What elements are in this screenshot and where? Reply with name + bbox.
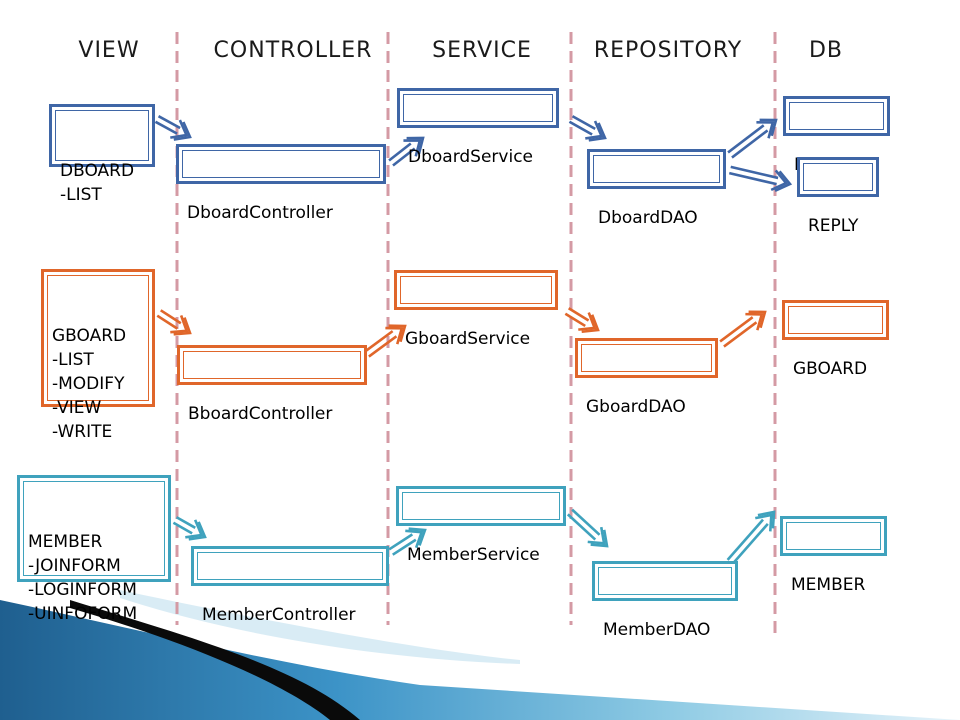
column-header-db: DB <box>808 38 844 63</box>
gboard-service-label: GboardService <box>405 329 531 349</box>
gboard-db-table-box: GBOARD <box>782 300 889 379</box>
gboard-service-box: GboardService <box>394 270 558 349</box>
arrow-dboard-dao-to-reply <box>728 165 793 192</box>
arrow-member-dao-to-member <box>726 510 776 565</box>
arrow-member-view-to-controller <box>172 516 207 541</box>
gboard-dao-box: GboardDAO <box>575 338 718 417</box>
column-header-view: VIEW <box>78 38 140 63</box>
arrow-dboard-dao-to-dboard <box>727 118 778 159</box>
arrow-member-service-to-dao <box>566 508 609 548</box>
dboard-view-label: DBOARD -LIST <box>60 161 135 205</box>
gboard-db-table-label: GBOARD <box>793 359 868 379</box>
arrow-dboard-controller-to-service <box>388 136 425 167</box>
member-dao-label: MemberDAO <box>603 620 711 640</box>
dboard-dao-box: DboardDAO <box>587 149 726 228</box>
gboard-dao-label: GboardDAO <box>586 397 686 417</box>
dboard-db-table-box: DBOARD <box>783 96 890 175</box>
member-view-box: MEMBER -JOINFORM -LOGINFORM -UINFOFORM <box>17 475 171 624</box>
dboard-view-box: DBOARD -LIST <box>49 104 155 205</box>
flow-arrows <box>154 115 793 565</box>
member-service-box: MemberService <box>396 486 566 565</box>
member-controller-box: MemberController <box>191 546 389 625</box>
gboard-controller-label: BboardController <box>188 404 333 424</box>
reply-db-table-label: REPLY <box>808 216 859 236</box>
member-view-label: MEMBER -JOINFORM -LOGINFORM -UINFOFORM <box>28 532 138 624</box>
dboard-controller-box: DboardController <box>176 144 386 223</box>
bottom-swoosh <box>0 590 960 720</box>
member-db-table-box: MEMBER <box>780 516 887 595</box>
reply-db-table-box: REPLY <box>797 157 879 236</box>
arrow-gboard-controller-to-service <box>364 324 407 358</box>
arrow-dboard-view-to-controller <box>154 115 192 141</box>
dboard-service-label: DboardService <box>408 147 534 167</box>
arrow-gboard-view-to-controller <box>156 309 192 336</box>
arrow-gboard-service-to-dao <box>564 307 600 334</box>
dboard-service-box: DboardService <box>397 88 559 167</box>
member-service-label: MemberService <box>407 545 540 565</box>
arrow-dboard-service-to-dao <box>568 115 607 142</box>
gboard-view-label: GBOARD -LIST -MODIFY -VIEW -WRITE <box>52 326 127 442</box>
member-controller-label: MemberController <box>202 605 356 625</box>
column-header-repository: REPOSITORY <box>593 38 743 63</box>
dboard-dao-label: DboardDAO <box>598 208 698 228</box>
arrow-gboard-dao-to-gboard <box>719 310 767 348</box>
member-db-table-label: MEMBER <box>791 575 866 595</box>
column-header-controller: CONTROLLER <box>213 38 373 63</box>
arrow-member-controller-to-service <box>388 527 427 556</box>
gboard-view-box: GBOARD -LIST -MODIFY -VIEW -WRITE <box>41 269 155 442</box>
member-dao-box: MemberDAO <box>592 561 738 640</box>
dboard-controller-label: DboardController <box>187 203 333 223</box>
column-header-service: SERVICE <box>432 38 532 63</box>
gboard-controller-box: BboardController <box>177 345 367 424</box>
